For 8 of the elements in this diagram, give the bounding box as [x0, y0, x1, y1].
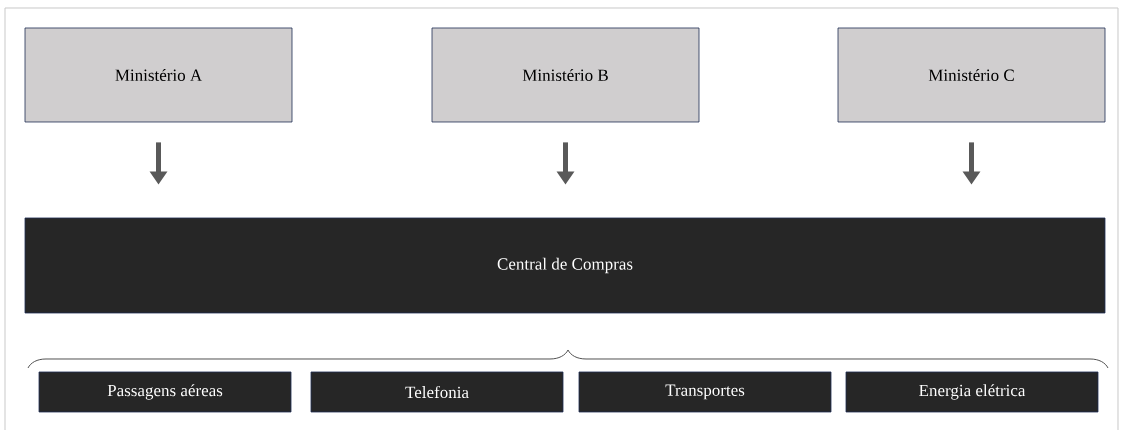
- category-box: Passagens aéreas: [38, 371, 292, 413]
- category-box: Energia elétrica: [845, 371, 1099, 413]
- category-box: Telefonia: [310, 371, 564, 413]
- process-box: Ministério A: [24, 27, 293, 123]
- process-box: Ministério C: [837, 27, 1106, 123]
- category-box: Transportes: [578, 371, 832, 413]
- central-box: Central de Compras: [24, 217, 1106, 314]
- process-box: Ministério B: [431, 27, 700, 123]
